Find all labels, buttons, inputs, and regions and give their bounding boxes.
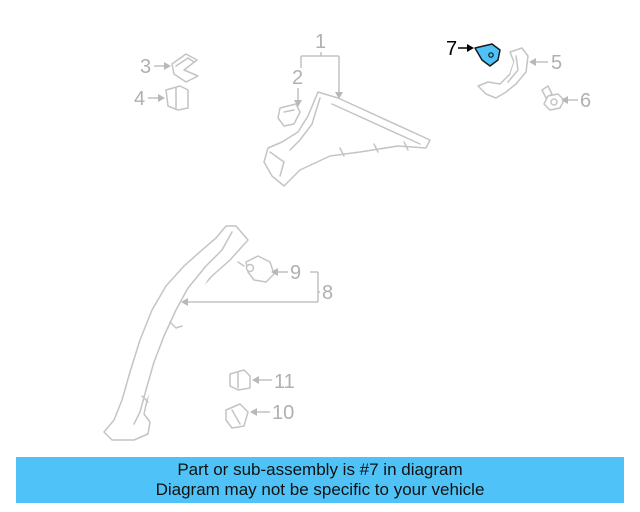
callout-9-label: 9 (290, 262, 301, 284)
banner-line-2: Diagram may not be specific to your vehi… (155, 480, 485, 499)
callout-3-label: 3 (140, 56, 151, 78)
part-5-bracket[interactable] (477, 47, 529, 99)
part-11-clip[interactable] (229, 369, 251, 391)
part-7-highlighted[interactable] (474, 43, 501, 67)
callout-7: 7 (446, 38, 474, 60)
part-8-pillar-trim[interactable] (103, 225, 249, 441)
part-3-clip[interactable] (171, 53, 199, 83)
callout-2-label: 2 (292, 67, 303, 89)
callout-8: 8 (181, 271, 333, 306)
callout-6-label: 6 (580, 90, 591, 112)
part-2-clip[interactable] (277, 103, 301, 127)
info-banner: Part or sub-assembly is #7 in diagram Di… (16, 457, 624, 503)
callout-4: 4 (134, 88, 165, 110)
callout-9: 9 (271, 262, 301, 284)
part-6-bolt[interactable] (541, 85, 565, 111)
callout-2: 2 (292, 67, 303, 107)
banner-line-1: Part or sub-assembly is #7 in diagram (177, 460, 463, 479)
callout-7-label: 7 (446, 38, 457, 60)
callout-1: 1 (300, 31, 343, 99)
callout-1-label: 1 (315, 31, 326, 53)
callout-11: 11 (252, 371, 295, 393)
callout-6: 6 (561, 90, 591, 112)
callout-5: 5 (529, 52, 562, 74)
part-9-clip[interactable] (245, 255, 275, 283)
part-1-trim-panel[interactable] (263, 91, 431, 187)
callout-10-label: 10 (272, 402, 294, 424)
callout-5-label: 5 (551, 52, 562, 74)
callout-4-label: 4 (134, 88, 145, 110)
callout-10: 10 (250, 402, 294, 424)
callout-3: 3 (140, 56, 171, 78)
part-10-clip[interactable] (225, 403, 249, 429)
part-4-bracket[interactable] (165, 85, 189, 111)
callout-8-label: 8 (322, 282, 333, 304)
callout-11-label: 11 (274, 371, 295, 393)
